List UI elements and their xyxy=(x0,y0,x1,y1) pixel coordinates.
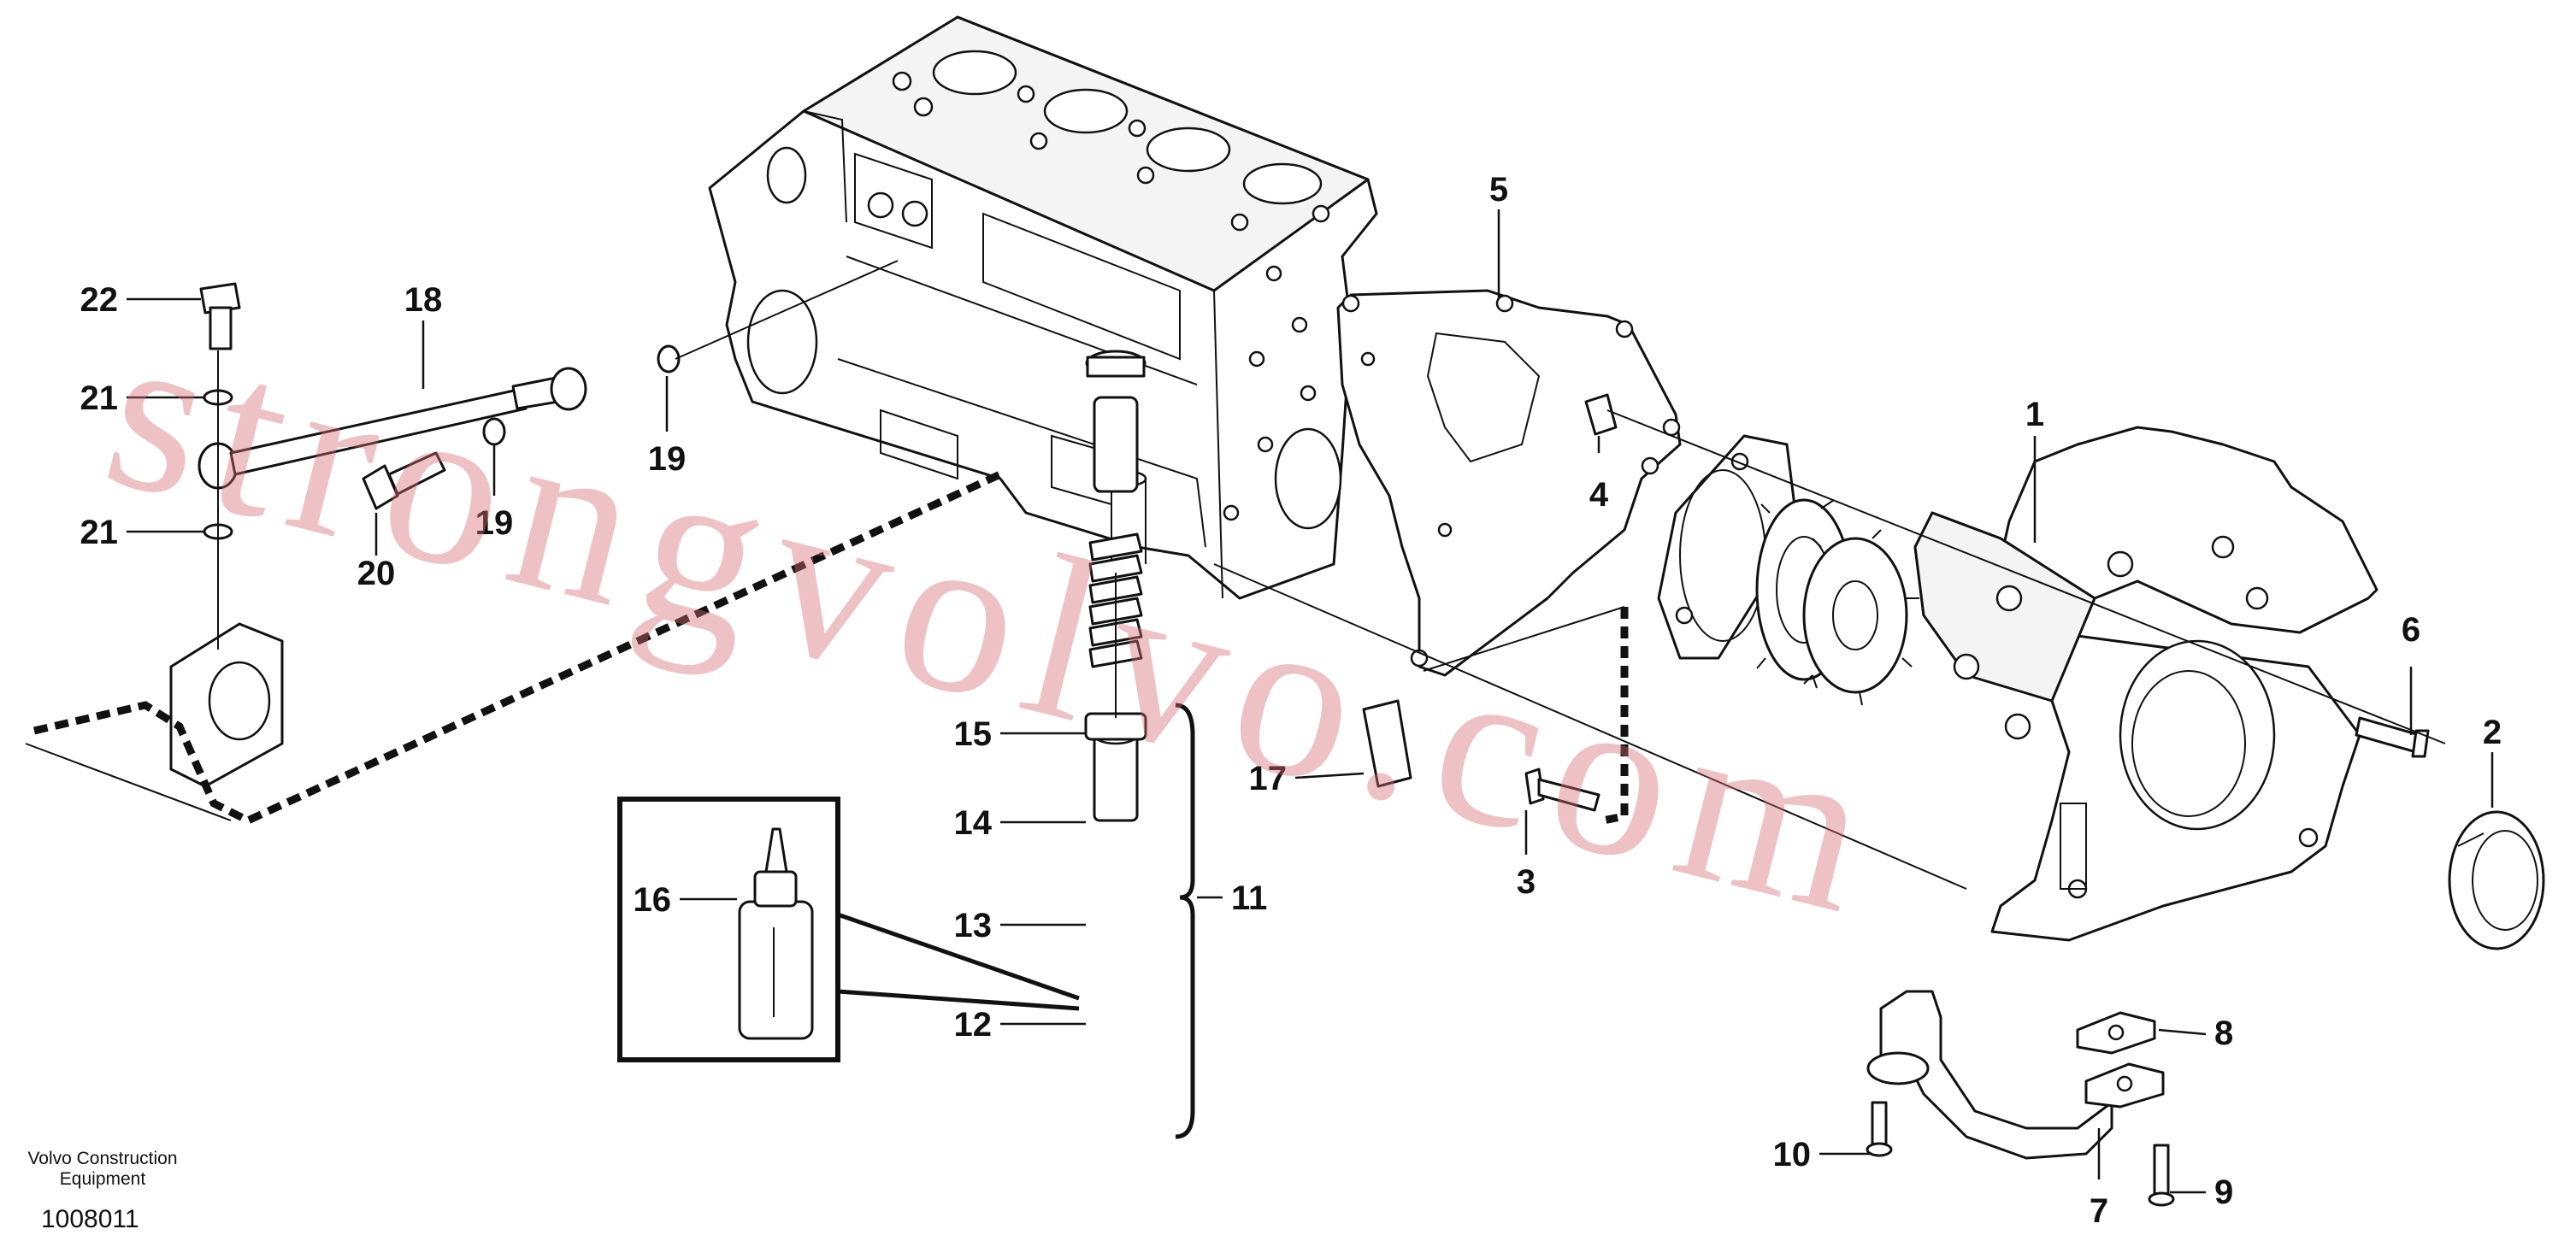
assembly-line-top xyxy=(675,260,899,360)
dashed-oil-path-right xyxy=(1602,607,1629,825)
callout-22: 22 xyxy=(80,281,119,319)
callout-labels: 1 2 3 4 5 6 7 8 9 10 11 12 13 14 15 16 1… xyxy=(80,171,2502,1230)
callout-9: 9 xyxy=(2214,1173,2233,1211)
callout-1: 1 xyxy=(2025,396,2044,433)
bolt-3 xyxy=(1524,768,1600,812)
seal-ring xyxy=(2448,810,2545,950)
callout-16: 16 xyxy=(634,881,672,919)
bolt-10 xyxy=(1866,1101,1893,1157)
callout-15: 15 xyxy=(954,715,993,753)
callout-20: 20 xyxy=(357,555,396,592)
callout-leaders xyxy=(127,209,2494,1194)
sealant-inset xyxy=(617,797,1080,1062)
callout-14: 14 xyxy=(954,804,993,842)
oil-pump-housing xyxy=(1913,426,2379,942)
oil-line xyxy=(229,367,587,476)
assembly-line-bottom xyxy=(1423,606,1625,672)
bolt-20 xyxy=(362,451,446,510)
bolt-9 xyxy=(2148,1144,2175,1207)
dashed-oil-path-left xyxy=(32,470,1002,825)
engine-block xyxy=(708,15,1378,600)
callout-18: 18 xyxy=(404,281,443,319)
callout-13: 13 xyxy=(954,907,993,944)
bolt-6 xyxy=(2355,716,2430,758)
publisher-line-2: Equipment xyxy=(60,1169,146,1189)
callout-7: 7 xyxy=(2090,1192,2108,1230)
publisher-line-1: Volvo Construction xyxy=(27,1149,177,1168)
callout-4: 4 xyxy=(1589,476,1609,514)
callout-8: 8 xyxy=(2214,1015,2233,1052)
callout-21-lower: 21 xyxy=(80,514,119,551)
valve-piston xyxy=(1093,396,1139,493)
pump-gear-inner xyxy=(1802,529,1919,706)
left-flange xyxy=(169,622,284,788)
assembly-line-lower xyxy=(1213,563,1967,890)
callout-19-right: 19 xyxy=(648,440,687,478)
callout-6: 6 xyxy=(2402,611,2420,649)
dowel-pin-17 xyxy=(1362,699,1412,788)
valve-plug xyxy=(1085,350,1147,378)
sealant-bottle xyxy=(738,827,814,1040)
callout-17: 17 xyxy=(1249,760,1288,797)
valve-seat xyxy=(1084,712,1147,822)
document-number: 1008011 xyxy=(41,1205,139,1233)
callout-2: 2 xyxy=(2483,714,2502,751)
assembly-line-main xyxy=(1606,409,2446,744)
pipe-gasket xyxy=(2076,1011,2156,1055)
washer-19-right xyxy=(657,344,681,373)
callout-21-upper: 21 xyxy=(80,379,119,417)
callout-3: 3 xyxy=(1517,863,1536,901)
callout-19-left: 19 xyxy=(475,504,514,542)
callout-5: 5 xyxy=(1489,171,1508,209)
callout-12: 12 xyxy=(954,1006,993,1044)
oil-suction-pipe xyxy=(1866,990,2165,1160)
gasket xyxy=(1336,289,1682,677)
callout-10: 10 xyxy=(1773,1136,1812,1173)
callout-11: 11 xyxy=(1231,879,1267,917)
base-outline-left xyxy=(25,743,232,821)
dowel-pin-4 xyxy=(1584,393,1618,436)
bolt-22 xyxy=(199,282,241,350)
